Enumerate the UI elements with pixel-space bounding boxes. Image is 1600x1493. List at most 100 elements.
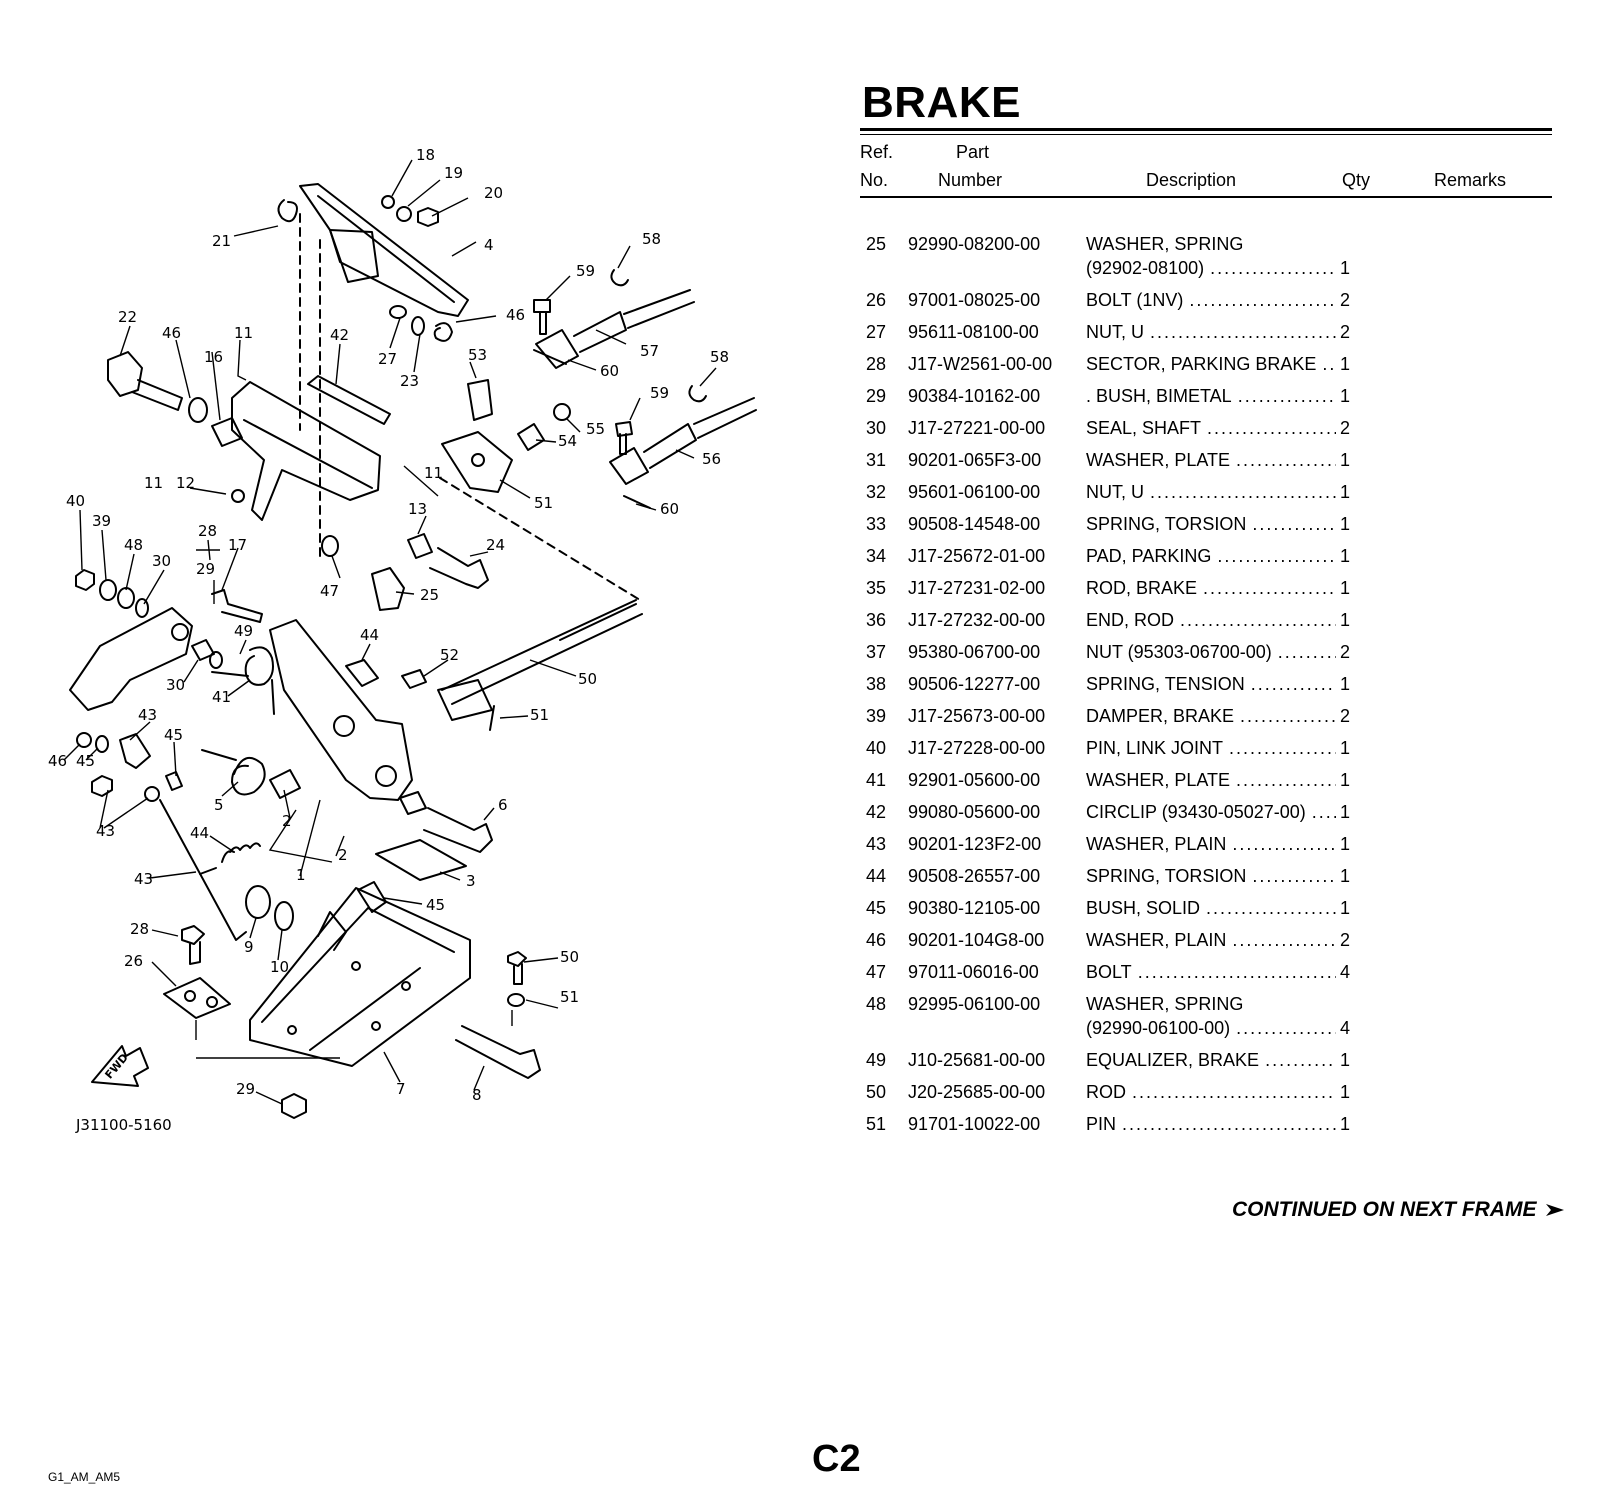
- part-number: 97001-08025-00: [908, 290, 1041, 310]
- description-cell: NUT, U..................................…: [1086, 480, 1340, 512]
- description-cell: WASHER, PLATE...........................…: [1086, 448, 1340, 480]
- callout-22: 24: [486, 536, 505, 554]
- callout-60a: 60: [600, 362, 619, 380]
- quantity: 2: [1340, 930, 1351, 950]
- callout-34: 42: [330, 326, 349, 344]
- page-title: BRAKE: [862, 78, 1021, 127]
- callout-7: 7: [396, 1080, 406, 1098]
- description-text: PAD, PARKING: [1086, 546, 1212, 566]
- ref-number: 46: [866, 930, 887, 950]
- header-rule: [860, 196, 1552, 198]
- quantity: 1: [1340, 802, 1351, 822]
- quantity: 4: [1340, 962, 1351, 982]
- callout-28: 28: [198, 522, 217, 540]
- description-cell: . BUSH, BIMETAL.........................…: [1086, 384, 1340, 416]
- description-cell: WASHER, SPRING(92902-08100).............…: [1086, 232, 1340, 288]
- dot-leader: ........................................…: [1132, 1082, 1336, 1102]
- part-number: 97011-06016-00: [908, 962, 1039, 982]
- callout-20: 22: [118, 308, 137, 326]
- ref-number: 31: [866, 450, 887, 470]
- description-cell: WASHER, SPRING(92990-06100-00)..........…: [1086, 992, 1340, 1048]
- page-code: C2: [812, 1438, 861, 1480]
- part-number: 90506-12277-00: [908, 674, 1041, 694]
- header-ref-top: Ref.: [860, 142, 894, 162]
- callout-6: 6: [498, 796, 508, 814]
- quantity: 1: [1340, 482, 1351, 502]
- description-text: NUT, U: [1086, 322, 1144, 342]
- dot-leader: ........................................…: [1236, 450, 1336, 470]
- quantity: 1: [1340, 578, 1351, 598]
- callout-13: 13: [408, 500, 427, 518]
- description-text: SPRING, TENSION: [1086, 674, 1245, 694]
- callout-30b: 30: [166, 676, 185, 694]
- description-cell: SPRING, TORSION.........................…: [1086, 512, 1340, 544]
- callout-9: 9: [244, 938, 254, 956]
- ref-number: 38: [866, 674, 887, 694]
- ref-number: 50: [866, 1082, 887, 1102]
- ref-number: 34: [866, 546, 887, 566]
- part-number: J17-25673-00-00: [908, 706, 1046, 726]
- quantity: 1: [1340, 1114, 1351, 1134]
- callout-23: 25: [420, 586, 439, 604]
- callout-31: 39: [92, 512, 111, 530]
- callout-35: 43: [134, 870, 153, 888]
- dot-leader: ........................................…: [1189, 290, 1336, 310]
- ref-number: 27: [866, 322, 887, 342]
- quantity: 1: [1340, 738, 1351, 758]
- description-text: (92902-08100): [1086, 258, 1205, 278]
- ref-number: 41: [866, 770, 887, 790]
- callout-45: 47: [320, 582, 339, 600]
- callout-53: 53: [468, 346, 487, 364]
- description-cell: WASHER, PLATE...........................…: [1086, 768, 1340, 800]
- callout-29: 29: [196, 560, 215, 578]
- description-text: (92990-06100-00): [1086, 1018, 1231, 1038]
- ref-number: 49: [866, 1050, 887, 1070]
- dot-leader: ........................................…: [1236, 770, 1336, 790]
- exploded-parts-diagram: 18 19 20 21 4 58 59 46 57 58 60 59 56 55…: [48, 146, 757, 1134]
- quantity: 1: [1340, 1050, 1351, 1070]
- table-row: 38 90506-12277-00 SPRING, TENSION.........…: [860, 672, 1370, 704]
- callout-2a: 2: [282, 812, 292, 830]
- table-row: 29 90384-10162-00 . BUSH, BIMETAL.........…: [860, 384, 1370, 416]
- header-qty: Qty: [1342, 170, 1371, 190]
- ref-number: 40: [866, 738, 887, 758]
- part-number: 95601-06100-00: [908, 482, 1041, 502]
- description-text: PIN: [1086, 1114, 1117, 1134]
- description-cell: SECTOR, PARKING BRAKE...................…: [1086, 352, 1340, 384]
- continued-text: CONTINUED ON NEXT FRAME: [1232, 1198, 1537, 1221]
- ref-number: 51: [866, 1114, 887, 1134]
- part-number: 92901-05600-00: [908, 770, 1041, 790]
- description-cell: WASHER, PLAIN...........................…: [1086, 928, 1340, 960]
- part-number: 90384-10162-00: [908, 386, 1041, 406]
- quantity: 1: [1340, 770, 1351, 790]
- description-text: BUSH, SOLID: [1086, 898, 1201, 918]
- callout-25: 27: [378, 350, 397, 368]
- description-text: SEAL, SHAFT: [1086, 418, 1202, 438]
- ref-number: 29: [866, 386, 887, 406]
- quantity: 1: [1340, 898, 1351, 918]
- part-number: 91701-10022-00: [908, 1114, 1041, 1134]
- dot-leader: ........................................…: [1122, 1114, 1336, 1134]
- dot-leader: ........................................…: [1250, 674, 1336, 694]
- callout-40: 45: [164, 726, 183, 744]
- description-cell: EQUALIZER, BRAKE........................…: [1086, 1048, 1340, 1080]
- part-number: J17-27221-00-00: [908, 418, 1046, 438]
- callout-42: 46: [48, 752, 67, 770]
- dot-leader: ........................................…: [1322, 354, 1336, 374]
- quantity: 2: [1340, 322, 1351, 342]
- callout-46b: 49: [234, 622, 253, 640]
- callout-33: 41: [212, 688, 231, 706]
- quantity: 1: [1340, 450, 1351, 470]
- quantity: 1: [1340, 866, 1351, 886]
- header-remarks: Remarks: [1434, 170, 1507, 190]
- callout-41: 45: [76, 752, 95, 770]
- part-number: 90201-065F3-00: [908, 450, 1042, 470]
